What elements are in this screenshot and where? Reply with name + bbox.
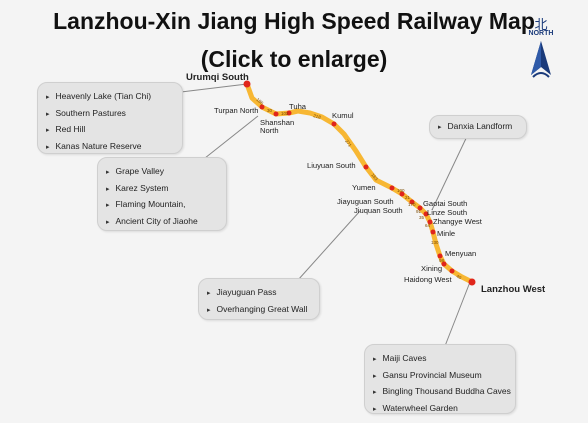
station-label-jiayuguan: Jiayuguan South [337, 197, 394, 206]
attraction-item[interactable]: Gansu Provincial Museum [373, 368, 507, 385]
distance-labels: 186 30 102 218 271 163 100 21 170 91 35 … [255, 97, 462, 281]
station-label-shanshan-1: Shanshan [260, 118, 294, 127]
station-dot-kumul[interactable] [331, 121, 337, 127]
station-dot-yumen[interactable] [389, 185, 395, 191]
distance-label: 130 [431, 240, 439, 245]
distance-label: 186 [255, 97, 264, 106]
station-label-liuyuan: Liuyuan South [307, 161, 356, 170]
attraction-item[interactable]: Bingling Thousand Buddha Caves [373, 384, 511, 401]
distance-label: 91 [416, 209, 422, 214]
map-title: Lanzhou-Xin Jiang High Speed Railway Map [53, 8, 535, 34]
station-label-yumen: Yumen [352, 183, 376, 192]
distance-label: 64 [425, 223, 431, 228]
attraction-item[interactable]: Maiji Caves [373, 351, 507, 368]
attraction-item[interactable]: Grape Valley [106, 164, 218, 181]
distance-label: 100 [397, 188, 405, 193]
station-dot-gaotai[interactable] [417, 205, 423, 211]
station-label-tuha: Tuha [289, 102, 307, 111]
distance-label: 35 [419, 215, 425, 220]
north-arrow-icon [531, 41, 551, 78]
station-dot-linze[interactable] [423, 211, 429, 217]
compass-label-cn: 北 [534, 18, 548, 33]
station-dot-xining[interactable] [441, 261, 447, 267]
station-dot-lanzhou[interactable] [468, 278, 476, 286]
station-dot-haidong[interactable] [449, 268, 455, 274]
attraction-item[interactable]: Red Hill [46, 122, 174, 139]
distance-label: 102 [281, 111, 289, 116]
station-labels: Urumqi South Turpan North Tuha Shanshan … [186, 72, 546, 295]
station-dot-shanshan[interactable] [273, 111, 279, 117]
distance-label: 170 [408, 202, 416, 207]
distance-label: 218 [313, 113, 322, 120]
station-dot-minle[interactable] [430, 229, 436, 235]
station-label-linze: Linze South [427, 208, 467, 217]
attraction-item[interactable]: Flaming Mountain, [106, 197, 218, 214]
station-label-xining: Xining [421, 264, 442, 273]
station-label-gaotai: Gaotai South [423, 199, 467, 208]
station-label-jiuquan: Jiuquan South [354, 206, 403, 215]
distance-label: 21 [405, 195, 411, 200]
station-label-menyuan: Menyuan [445, 249, 476, 258]
station-dot-liuyuan[interactable] [363, 164, 369, 170]
station-label-minle: Minle [437, 229, 455, 238]
distance-label: 98 [439, 258, 445, 263]
station-label-haidong: Haidong West [404, 275, 452, 284]
station-label-shanshan-2: North [260, 126, 279, 135]
station-markers [243, 80, 476, 286]
station-dot-zhangye[interactable] [427, 219, 433, 225]
distance-label: 40 [456, 274, 463, 281]
station-dot-urumqi[interactable] [243, 80, 251, 88]
distance-label: 30 [267, 108, 273, 113]
station-label-kumul: Kumul [332, 111, 354, 120]
attraction-box-urumqi: Heavenly Lake (Tian Chi) Southern Pastur… [37, 82, 183, 154]
attraction-item[interactable]: Waterwheel Garden [373, 401, 507, 418]
station-dot-jiuquan[interactable] [409, 199, 415, 205]
attraction-item[interactable]: Kanas Nature Reserve [46, 139, 174, 156]
attraction-item[interactable]: Heavenly Lake (Tian Chi) [46, 89, 174, 106]
attraction-box-lanzhou: Maiji Caves Gansu Provincial Museum Bing… [364, 344, 516, 414]
station-label-turpan: Turpan North [214, 106, 258, 115]
attraction-box-turpan: Grape Valley Karez System Flaming Mounta… [97, 157, 227, 231]
station-dot-jiayuguan[interactable] [399, 191, 405, 197]
station-label-lanzhou: Lanzhou West [481, 284, 546, 295]
enlarge-link[interactable]: (Click to enlarge) [200, 46, 388, 72]
distance-label: 271 [344, 139, 353, 148]
attraction-item[interactable]: Danxia Landform [438, 119, 518, 136]
station-label-zhangye: Zhangye West [433, 217, 483, 226]
attraction-item[interactable]: Ancient City of Jiaohe [106, 214, 218, 231]
station-dot-menyuan[interactable] [437, 253, 443, 259]
attraction-box-jiayuguan: Jiayuguan Pass Overhanging Great Wall [198, 278, 320, 320]
attraction-item[interactable]: Overhanging Great Wall [207, 302, 311, 319]
attraction-item[interactable]: Southern Pastures [46, 106, 174, 123]
attraction-box-zhangye: Danxia Landform [429, 115, 527, 139]
connector-lines [180, 83, 471, 347]
compass-label-north: NORTH [528, 30, 554, 37]
distance-label: 163 [370, 172, 379, 181]
station-dot-turpan[interactable] [259, 104, 265, 110]
attraction-item[interactable]: Jiayuguan Pass [207, 285, 311, 302]
attraction-item[interactable]: Karez System [106, 181, 218, 198]
station-label-urumqi: Urumqi South [186, 72, 249, 83]
station-dot-tuha[interactable] [286, 110, 292, 116]
compass: 北 NORTH [524, 14, 558, 78]
